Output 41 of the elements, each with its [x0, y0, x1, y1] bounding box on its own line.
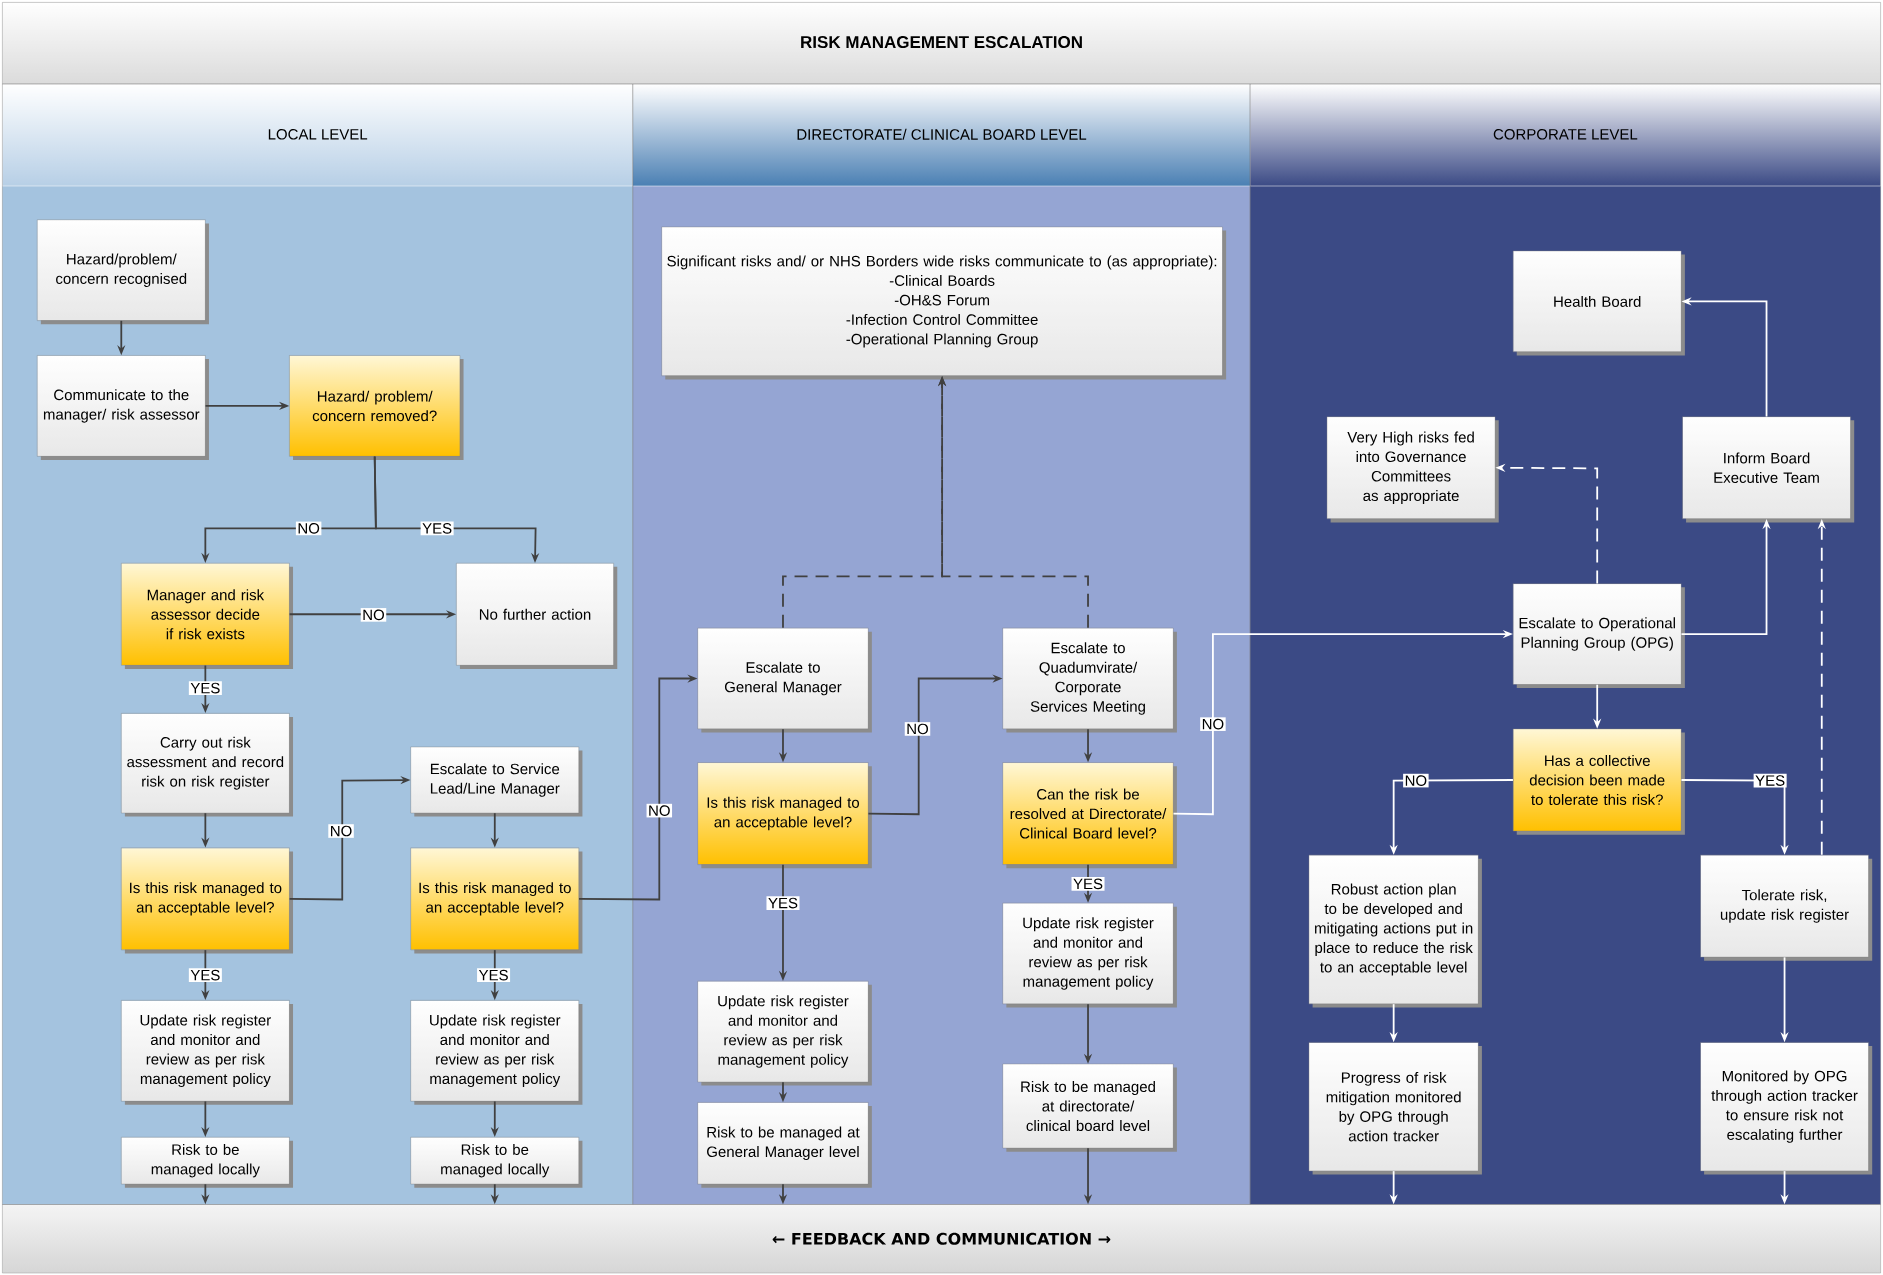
process-box: Monitored by OPG through action tracker to ensure risk not escalating further — [1700, 1042, 1873, 1175]
process-box: Escalate to General Manager — [697, 627, 872, 733]
edge-label: NO — [328, 824, 354, 838]
process-box: Risk to be managed locally — [410, 1137, 583, 1188]
edge-label: YES — [1071, 877, 1105, 891]
edge-label: NO — [1200, 717, 1226, 731]
process-box: Update risk register and monitor and review as per risk management policy — [121, 1000, 293, 1105]
process-box: Update risk register and monitor and review as per risk management policy — [410, 1000, 583, 1105]
process-box: No further action — [456, 563, 618, 669]
decision-box: Hazard/ problem/ concern removed? — [289, 355, 464, 460]
edge-label: NO — [360, 608, 387, 622]
edge-label: YES — [766, 896, 800, 910]
edge-label: YES — [188, 968, 222, 982]
decision-box: Is this risk managed to an acceptable level? — [410, 847, 583, 954]
edge-label: NO — [904, 722, 931, 736]
process-box: Escalate to Quadumvirate/ Corporate Services Meeting — [1002, 627, 1177, 733]
process-box: Escalate to Operational Planning Group (OPG) — [1512, 583, 1685, 689]
process-box: Very High risks fed into Governance Committees as appropriate — [1326, 416, 1499, 523]
decision-box: Has a collective decision been made to tolerate this risk? — [1512, 728, 1685, 835]
process-box: Robust action plan to be developed and mitigating actions put in place to reduce the risk to an acceptable level — [1308, 854, 1482, 1008]
process-box: Progress of risk mitigation monitored by OPG through action tracker — [1308, 1042, 1482, 1175]
process-box: Escalate to Service Lead/Line Manager — [410, 746, 583, 817]
process-box: Health Board — [1512, 250, 1685, 356]
process-box: Tolerate risk, update risk register — [1700, 854, 1873, 961]
process-box: Inform Board Executive Team — [1682, 416, 1855, 523]
process-box: Risk to be managed locally — [121, 1137, 293, 1188]
decision-box: Is this risk managed to an acceptable level? — [697, 762, 872, 869]
edge-label: YES — [188, 681, 222, 695]
decision-box: Manager and risk assessor decide if risk exists — [121, 563, 293, 669]
process-box: Hazard/problem/ concern recognised — [37, 219, 209, 325]
feedback-band: ← FEEDBACK AND COMMUNICATION → — [2, 1204, 1881, 1274]
process-box: Update risk register and monitor and review as per risk management policy — [697, 980, 872, 1086]
decision-box: Is this risk managed to an acceptable level? — [121, 847, 293, 954]
process-box: Risk to be managed at General Manager level — [697, 1102, 872, 1188]
process-box: Significant risks and/ or NHS Borders wide risks communicate to (as appropriate): -Clinical Boards -OH&S Forum -Infection Control Committee -Operational Planning Group — [661, 226, 1227, 380]
decision-box: Can the risk be resolved at Directorate/ Clinical Board level? — [1002, 762, 1177, 869]
process-box: Update risk register and monitor and review as per risk management policy — [1002, 902, 1177, 1008]
process-box: Risk to be managed at directorate/ clinical board level — [1002, 1063, 1177, 1152]
process-box: Communicate to the manager/ risk assessor — [37, 355, 209, 460]
edge-label: YES — [477, 968, 511, 982]
process-box: Carry out risk assessment and record risk on risk register — [121, 713, 293, 817]
